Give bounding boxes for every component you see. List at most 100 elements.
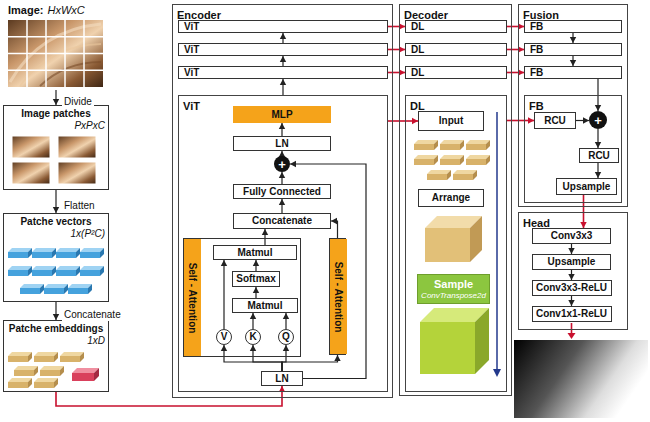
connector-line bbox=[56, 386, 282, 406]
process-box: Conv3x3 bbox=[532, 228, 611, 244]
arrowhead bbox=[262, 229, 268, 235]
layer-bar: FB bbox=[524, 66, 622, 79]
vector-block bbox=[32, 266, 56, 276]
edge-label: Flatten bbox=[62, 200, 97, 212]
layer-bar: DL bbox=[405, 43, 507, 56]
feature-cube-front bbox=[425, 228, 470, 262]
input-circle: V bbox=[216, 329, 232, 345]
arrow-connector bbox=[570, 56, 576, 66]
input-circle: Q bbox=[278, 329, 294, 345]
node-label: Image patches bbox=[21, 108, 90, 120]
process-box: RCU bbox=[579, 148, 619, 163]
arrow-connector bbox=[250, 345, 282, 371]
arrowhead bbox=[279, 123, 285, 129]
process-box: Fully Connected bbox=[233, 184, 331, 199]
node-label: Conv3x3 bbox=[551, 230, 593, 242]
arrowhead bbox=[221, 260, 227, 266]
stage-panel: Image patchesPxPxC bbox=[3, 105, 109, 190]
node-label: Upsample bbox=[548, 256, 596, 268]
node-label: Conv1x1-ReLU bbox=[536, 308, 607, 320]
node-label: Arrange bbox=[432, 192, 470, 204]
arrow-connector bbox=[507, 23, 524, 29]
process-box: Upsample bbox=[532, 254, 611, 270]
node-label: DL bbox=[411, 44, 424, 56]
embedding-block bbox=[34, 378, 58, 388]
vector-block bbox=[8, 266, 32, 276]
node-sublabel: PxPxC bbox=[74, 120, 105, 132]
node-label: RCU bbox=[544, 115, 566, 127]
vector-block bbox=[80, 248, 104, 258]
process-box: Arrange bbox=[418, 189, 484, 207]
arrow-connector bbox=[595, 129, 601, 148]
arrow-connector bbox=[570, 33, 576, 43]
module-frame: DLInputArrangeSampleConvTranspose2d bbox=[405, 95, 507, 392]
module-frame: EncoderViTViTViTViTMLPLN+Fully Connected… bbox=[172, 4, 393, 398]
arrow-connector bbox=[53, 190, 59, 213]
arrow-connector bbox=[262, 229, 268, 245]
sample-box: SampleConvTranspose2d bbox=[417, 274, 490, 304]
node-label: RCU bbox=[588, 150, 610, 162]
embedding-block bbox=[34, 352, 58, 362]
hair-swirl bbox=[40, 62, 101, 86]
connector-line bbox=[224, 345, 282, 371]
arrow-connector bbox=[507, 69, 524, 75]
arrowhead bbox=[280, 56, 286, 62]
arrowhead bbox=[253, 260, 259, 266]
embedding-block bbox=[8, 378, 32, 388]
arrow-connector bbox=[595, 163, 601, 178]
stage-panel: Patche vectors1x(P²C) bbox=[3, 213, 109, 302]
node-label: FB bbox=[530, 44, 543, 56]
flow-arrow bbox=[496, 112, 498, 370]
upsampled-cube-front bbox=[420, 322, 475, 374]
arrowhead bbox=[221, 345, 227, 351]
node-label: Sample bbox=[434, 278, 473, 291]
arrow-connector bbox=[280, 79, 286, 95]
node-label: Matmul bbox=[248, 300, 283, 312]
layer-bar: ViT bbox=[178, 20, 388, 33]
token-block bbox=[414, 155, 438, 165]
hair-swirl bbox=[20, 44, 101, 86]
layer-bar: DL bbox=[405, 66, 507, 79]
node-label: Self - Attention bbox=[333, 261, 345, 332]
layer-bar: ViT bbox=[178, 66, 388, 79]
arrow-connector bbox=[253, 287, 259, 298]
node-label: Image: bbox=[8, 4, 43, 17]
attention-stripe: Self - Attention bbox=[184, 239, 201, 356]
token-block bbox=[440, 140, 464, 150]
patch-tile bbox=[58, 162, 96, 184]
node-sublabel: 1x(P²C) bbox=[71, 228, 105, 240]
layer-bar: FB bbox=[524, 20, 622, 33]
edge-label-holder: Flatten bbox=[62, 195, 97, 213]
input-circle: K bbox=[245, 329, 261, 345]
attention-stripe: Self - Attention bbox=[330, 239, 347, 354]
arrowhead bbox=[280, 79, 286, 85]
module-frame: FusionFBFBFBFBRCU+RCUUpsample bbox=[518, 4, 628, 207]
arrow-connector bbox=[568, 296, 574, 306]
output-arrow bbox=[571, 323, 573, 334]
node-sublabel: ConvTranspose2d bbox=[421, 291, 486, 301]
node-label: Softmax bbox=[236, 273, 275, 285]
node-label: Self - Attention bbox=[187, 262, 199, 333]
token-block bbox=[453, 170, 477, 180]
node-label: Patche vectors bbox=[20, 216, 91, 228]
module-frame: HeadConv3x3UpsampleConv3x3-ReLUConv1x1-R… bbox=[518, 212, 628, 330]
arrow-connector bbox=[53, 302, 59, 320]
node-label: + bbox=[594, 114, 602, 127]
node-sublabel: HxWxC bbox=[47, 4, 84, 17]
token-block bbox=[414, 140, 438, 150]
embedding-block bbox=[14, 366, 38, 376]
upsampled-cube-side bbox=[475, 308, 489, 374]
depth-map bbox=[514, 340, 648, 418]
node-label: Patche embeddings bbox=[9, 323, 103, 335]
mlp-box: MLP bbox=[233, 106, 331, 123]
patch-tile bbox=[58, 136, 96, 158]
class-token-block bbox=[72, 368, 99, 381]
module-frame: ViTMLPLN+Fully ConnectedConcatenateSelf … bbox=[178, 95, 388, 392]
embedding-block bbox=[60, 352, 84, 362]
process-box: Matmul bbox=[213, 245, 297, 260]
output-arrowhead bbox=[568, 333, 576, 339]
edge-label-holder: Concatenate bbox=[62, 304, 123, 322]
